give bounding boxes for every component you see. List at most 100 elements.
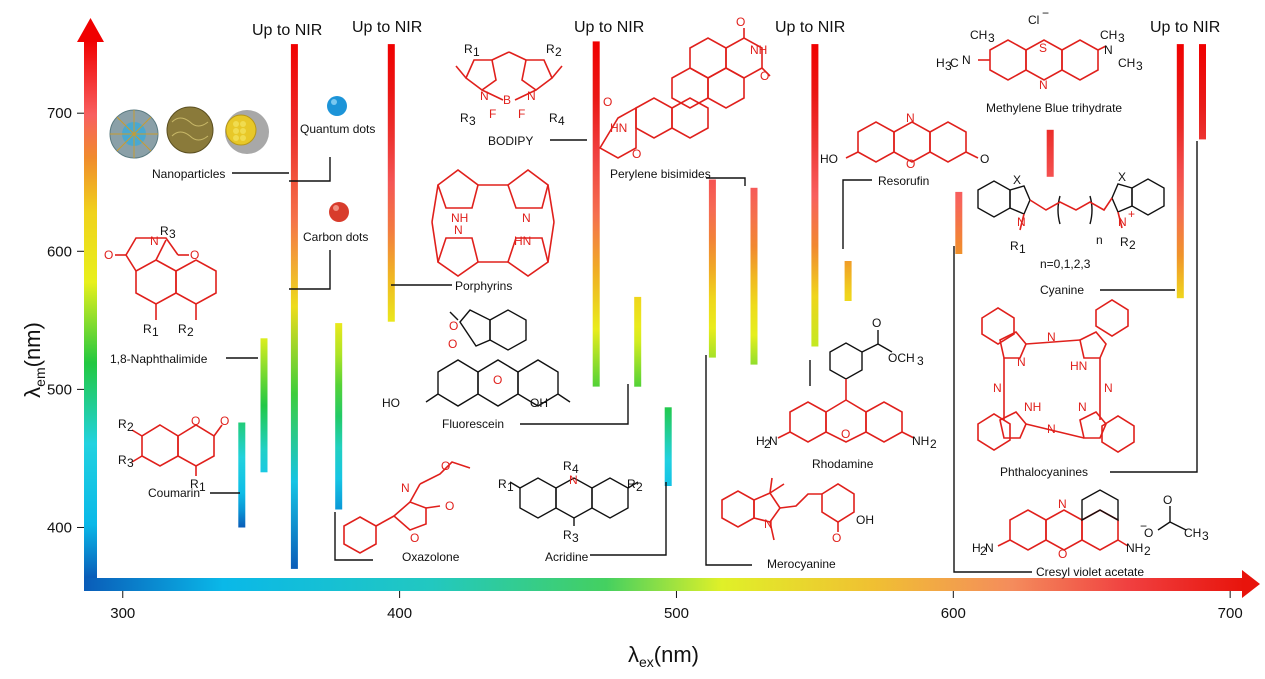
atom-sub: 3	[127, 456, 134, 470]
atom-f: F	[489, 107, 496, 121]
atom-oh: OH	[856, 513, 874, 527]
atom-sub: 3	[572, 531, 579, 545]
atom-o: O	[190, 248, 199, 262]
atom-r: R	[498, 477, 507, 491]
atom-cl: Cl	[1028, 13, 1039, 27]
label-merocyanine: Merocyanine	[767, 557, 836, 571]
atom-r: R	[627, 477, 636, 491]
label-cyanine: Cyanine	[1040, 283, 1084, 297]
atom-n: N	[1104, 43, 1113, 57]
atom-c: C	[950, 56, 959, 70]
atom-sub: 1	[1019, 242, 1026, 256]
x-axis-arrow	[84, 570, 1260, 598]
label-porphyrins: Porphyrins	[455, 279, 512, 293]
emission-bar-rhodamine	[811, 44, 819, 347]
emission-bar-oxazolone	[335, 323, 343, 510]
nir-label: Up to NIR	[574, 19, 644, 36]
atom-hn: HN	[514, 234, 531, 248]
atom-sub: 1	[199, 480, 206, 494]
x-tick-label: 700	[1218, 605, 1243, 622]
quantum-dot-highlight	[331, 99, 337, 105]
atom-n: N	[401, 481, 410, 495]
nir-label: Up to NIR	[775, 19, 845, 36]
atom-o: O	[445, 499, 454, 513]
atom-n: N	[1078, 400, 1087, 414]
label-bodipy: BODIPY	[488, 134, 533, 148]
label-methylene-blue: Methylene Blue trihydrate	[986, 101, 1122, 115]
y-tick-label: 400	[47, 519, 72, 536]
atom-sub: 2	[1144, 544, 1151, 558]
atom-o: O	[104, 248, 113, 262]
emission-bar-acridine	[664, 407, 672, 486]
phthalocyanine-structure: N N HN N N NH N N	[977, 299, 1135, 453]
emission-bar-perylene-bisimides	[750, 187, 758, 365]
atom-sub: 3	[1136, 59, 1143, 73]
label-perylene: Perylene bisimides	[610, 167, 711, 181]
atom-r: R	[160, 224, 169, 238]
atom-o: O	[1144, 526, 1153, 540]
atom-n: N	[769, 434, 778, 448]
atom-o: O	[906, 157, 915, 171]
atom-sub: 1	[473, 45, 480, 59]
emission-bar-1-8-naphthalimide	[260, 338, 268, 473]
carbon-dot-highlight	[333, 205, 339, 211]
atom-o: O	[872, 316, 881, 330]
atom-nh: NH	[750, 43, 767, 57]
atom-r: R	[118, 417, 127, 431]
atom-f: F	[518, 107, 525, 121]
atom-r: R	[464, 42, 473, 56]
atom-n-sub: n	[1096, 233, 1103, 247]
atom-o: O	[760, 69, 769, 83]
atom-r: R	[546, 42, 555, 56]
atom-sub: 4	[572, 462, 579, 476]
x-tick-label: 300	[110, 605, 135, 622]
quantum-dot-icon	[327, 96, 347, 116]
atom-r: R	[118, 453, 127, 467]
y-axis-arrow	[77, 18, 104, 578]
atom-sub: 4	[558, 114, 565, 128]
atom-n: N	[962, 53, 971, 67]
atom-h2n: H	[756, 434, 765, 448]
emission-bar-cyanine	[1176, 44, 1184, 299]
atom-o: O	[441, 459, 450, 473]
atom-nh: NH	[451, 211, 468, 225]
atom-nh: NH	[1024, 400, 1041, 414]
atom-nh2: NH	[912, 434, 929, 448]
label-acridine: Acridine	[545, 550, 589, 564]
nir-label: Up to NIR	[1150, 19, 1220, 36]
atom-n: N	[985, 541, 994, 555]
atom-nh2: NH	[1126, 541, 1143, 555]
atom-n: N	[527, 89, 536, 103]
atom-hn: HN	[610, 121, 627, 135]
label-quantum-dots: Quantum dots	[300, 122, 375, 136]
atom-o: O	[603, 95, 612, 109]
emission-bar-phthalocyanines	[1199, 44, 1206, 140]
atom-n: N	[150, 234, 159, 248]
x-tick-label: 600	[941, 605, 966, 622]
atom-n: N	[1118, 215, 1127, 229]
atom-n: N	[454, 223, 463, 237]
atom-sub: 2	[555, 45, 562, 59]
atom-ho: HO	[820, 152, 838, 166]
atom-ch3: CH	[1184, 526, 1201, 540]
atom-n: N	[1104, 381, 1113, 395]
y-tick-label: 600	[47, 243, 72, 260]
atom-sub: 3	[988, 31, 995, 45]
atom-r: R	[460, 111, 469, 125]
atom-n: N	[1047, 330, 1056, 344]
y-tick-label: 700	[47, 105, 72, 122]
carbon-dot-icon	[329, 202, 349, 222]
label-phthalocyanines: Phthalocyanines	[1000, 465, 1088, 479]
atom-h2n: H	[972, 541, 981, 555]
atom-plus: +	[1128, 207, 1135, 221]
atom-o: O	[1058, 547, 1067, 561]
atom-x: X	[1118, 170, 1126, 184]
atom-o: O	[980, 152, 989, 166]
atom-h3c: H	[936, 56, 945, 70]
